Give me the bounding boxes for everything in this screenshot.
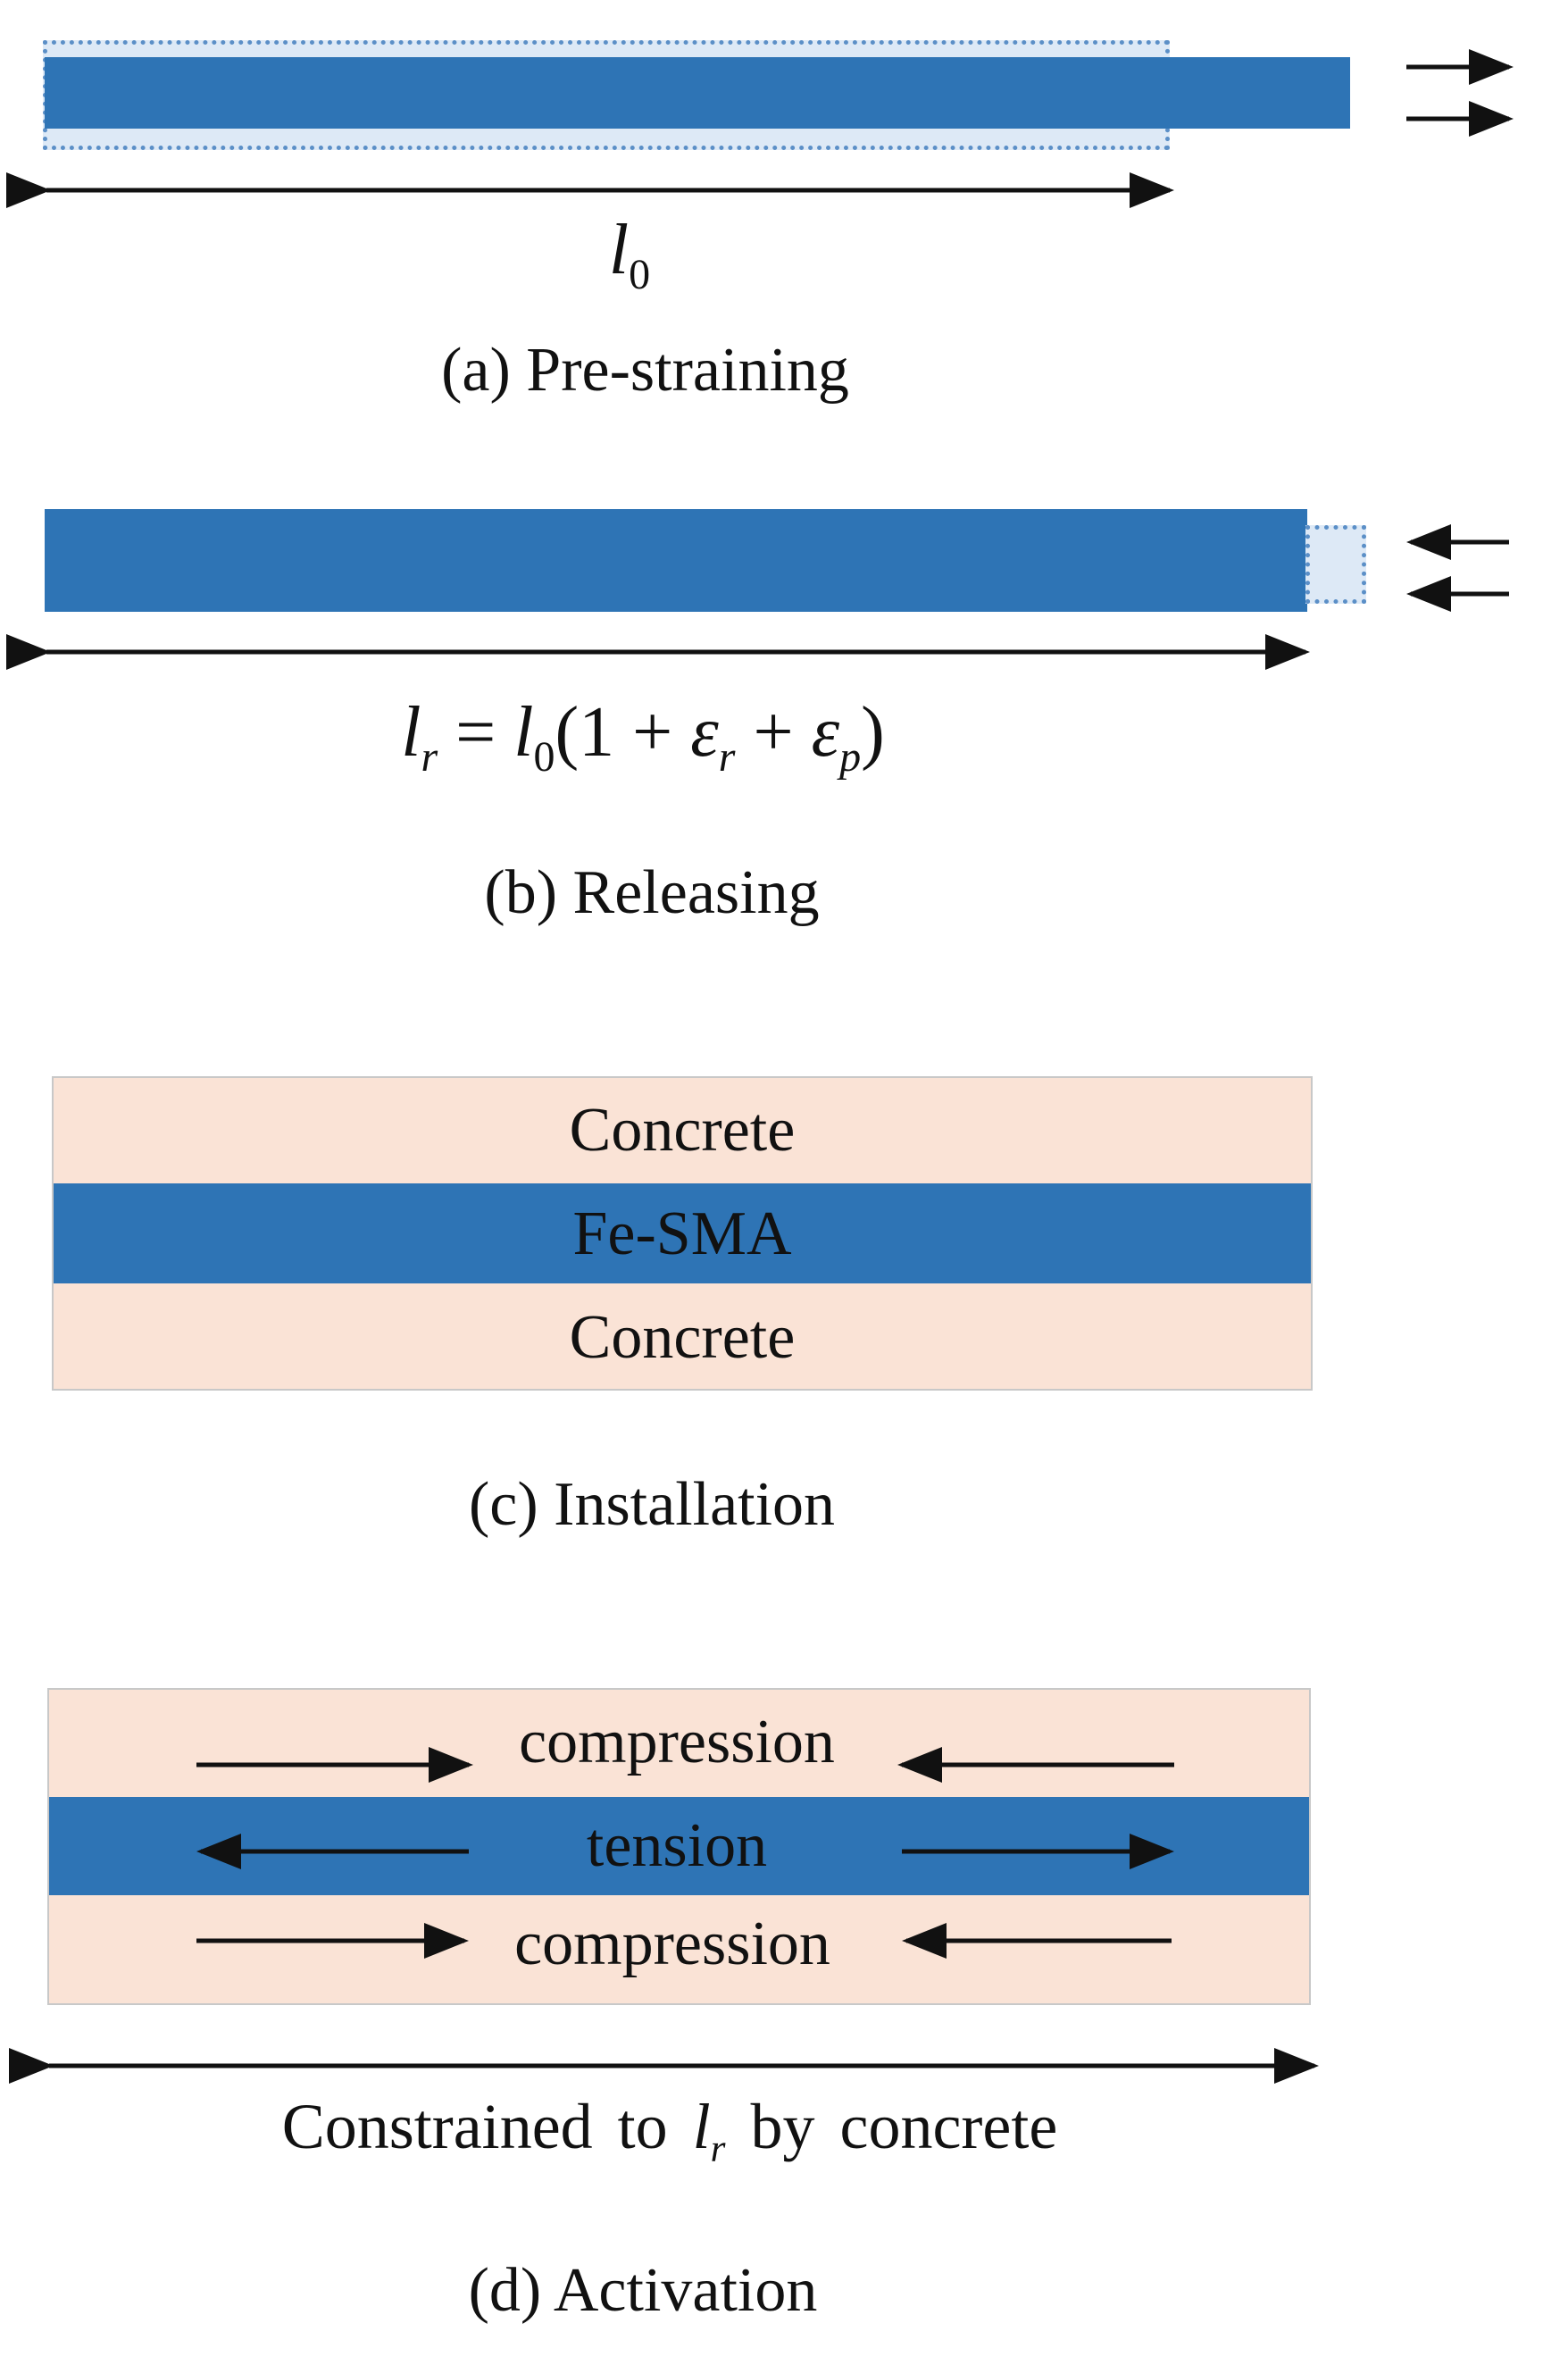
- caption-installation: (c) Installation: [468, 1470, 836, 1539]
- fe-sma-strip-prestrained: [45, 57, 1350, 129]
- activation-section: compression tension compression: [47, 1688, 1311, 2005]
- compression-label-bottom: compression: [514, 1910, 830, 1978]
- caption-releasing: (b) Releasing: [484, 858, 820, 927]
- fe-sma-layer: Fe-SMA: [54, 1183, 1311, 1283]
- installation-section: Concrete Fe-SMA Concrete: [52, 1076, 1313, 1391]
- caption-pre-straining: (a) Pre-straining: [441, 336, 849, 405]
- concrete-layer-bottom: Concrete: [54, 1283, 1311, 1389]
- fe-sma-label: Fe-SMA: [572, 1199, 792, 1268]
- concrete-layer-bottom-activated: compression: [49, 1895, 1309, 2003]
- tension-label: tension: [586, 1811, 768, 1880]
- concrete-layer-top: Concrete: [54, 1078, 1311, 1183]
- length-label-l0: l0: [608, 211, 651, 298]
- compression-label-top: compression: [519, 1708, 835, 1776]
- fe-sma-layer-activated: tension: [49, 1797, 1309, 1895]
- concrete-label-bottom: Concrete: [569, 1303, 796, 1372]
- released-length-formula: lr = l0(1 + εr + εp): [401, 693, 885, 781]
- caption-activation: (d) Activation: [468, 2256, 818, 2325]
- fe-sma-strip-released: [45, 509, 1307, 612]
- constraint-label: Constrained to lr by concrete: [281, 2091, 1058, 2171]
- elastic-recovery-outline: [1305, 525, 1366, 604]
- concrete-layer-top-activated: compression: [49, 1690, 1309, 1797]
- concrete-label-top: Concrete: [569, 1096, 796, 1165]
